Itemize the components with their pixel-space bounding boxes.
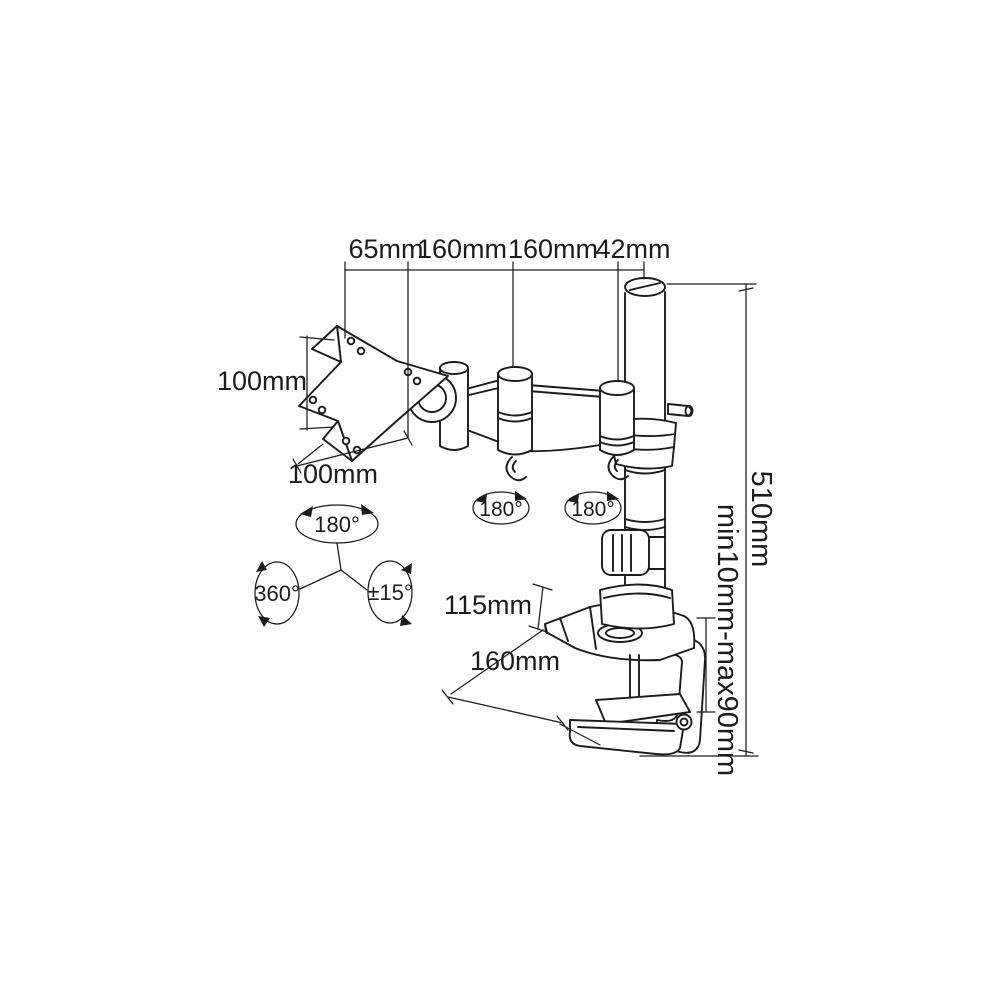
cable-clip [601, 529, 666, 576]
cable-hook-mid [505, 456, 527, 482]
vesa-screw-holes [308, 336, 422, 455]
vesa-plate [298, 325, 449, 462]
cable-hook-pole [607, 455, 629, 481]
dim-label-vesa-horizontal: 100mm [288, 459, 378, 489]
dim-label-65mm: 65mm [348, 234, 423, 264]
label-joint-mid: 180° [479, 498, 522, 521]
base-dimension-lines [441, 583, 601, 746]
label-swivel-top: 180° [314, 512, 360, 537]
vesa-dimension-lines [292, 335, 413, 474]
joint-rotation-indicators [472, 491, 622, 525]
dim-label-160mm-arm1: 160mm [417, 234, 507, 264]
pole-socket [599, 583, 675, 630]
dim-label-clamp-range: min10mm-max90mm [711, 504, 743, 776]
label-rotate-full: 360° [254, 581, 300, 606]
dim-label-base-length: 160mm [470, 646, 560, 676]
dim-label-base-depth: 115mm [444, 590, 532, 620]
arm-joint-mid [497, 373, 533, 456]
label-tilt-range: ±15° [367, 580, 412, 605]
desk-clamp-base [544, 583, 706, 756]
dim-label-pole-height: 510mm [745, 471, 777, 568]
joint-mid-ellipse [472, 491, 530, 525]
height-dimension-lines [639, 283, 759, 757]
joint-pole-ellipse [564, 491, 622, 525]
label-joint-pole: 180° [571, 498, 614, 521]
dim-label-42mm: 42mm [595, 234, 670, 264]
dim-label-vesa-vertical: 100mm [217, 366, 307, 396]
rotation-indicator-cluster [254, 504, 413, 627]
tilt-ellipse [367, 560, 413, 624]
clamp-jaw [595, 693, 691, 725]
clamp-screw-knob [675, 713, 693, 731]
rotate-ellipse [254, 561, 300, 625]
dim-label-160mm-arm2: 160mm [508, 234, 598, 264]
top-dimension-lines [344, 261, 645, 439]
articulating-arm [407, 361, 635, 482]
